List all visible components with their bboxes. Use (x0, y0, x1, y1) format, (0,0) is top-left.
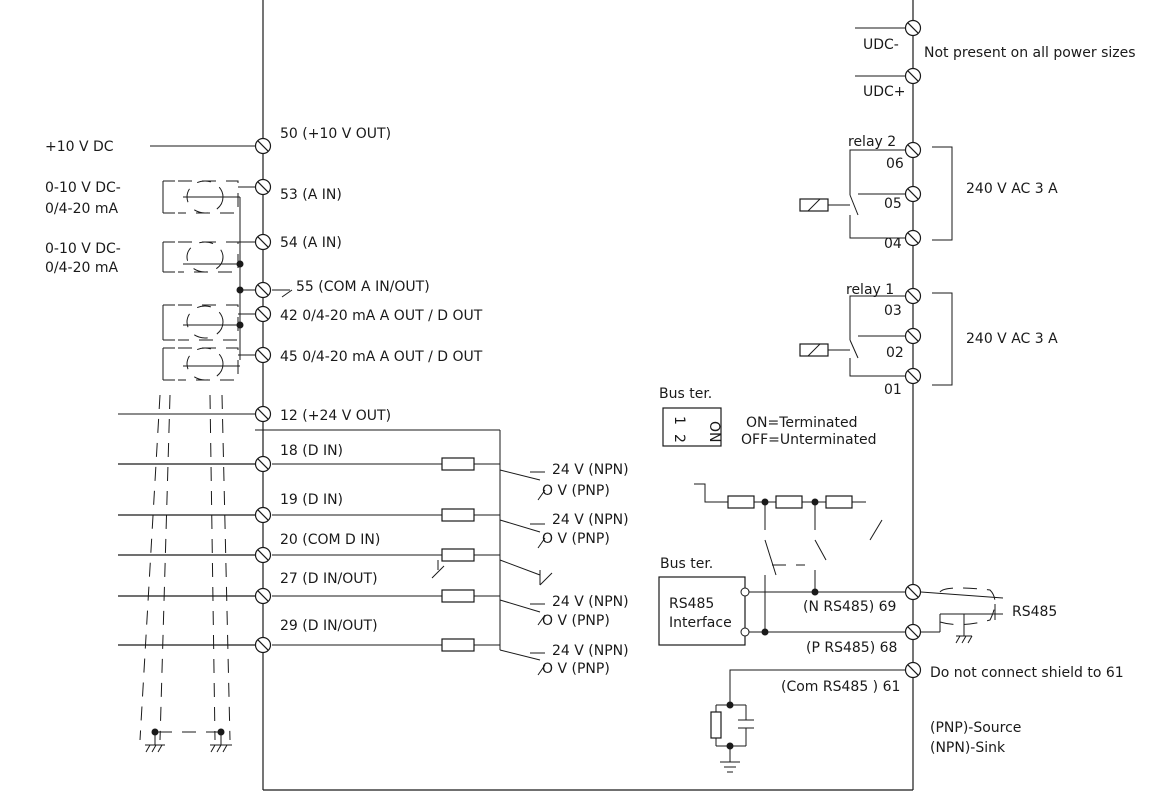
relay2-contact-icon (799, 149, 905, 239)
relay1-rating: 240 V AC 3 A (966, 331, 1058, 347)
ground-left-icon (145, 728, 220, 753)
potentiometer-53-icon (162, 180, 255, 290)
terminal-18-label: 18 (D IN) (280, 443, 343, 459)
terminal-19-label: 19 (D IN) (280, 492, 343, 508)
terminal-69-icon (904, 583, 922, 601)
relay1-bracket (932, 292, 953, 386)
termination-network-icon (694, 483, 883, 632)
svg-text:1: 1 (671, 416, 687, 425)
relay-02-label: 02 (886, 345, 904, 361)
potentiometer-54-icon (162, 241, 255, 273)
terminal-50-icon (254, 137, 272, 155)
terminal-45-icon (254, 346, 272, 364)
terminal-29-label: 29 (D IN/OUT) (280, 618, 378, 634)
label-10v-dc: +10 V DC (45, 139, 114, 155)
relay-01-label: 01 (884, 382, 902, 398)
terminal-udc-plus-icon (904, 67, 922, 85)
resistor-19-icon (441, 508, 475, 522)
terminal-45-label: 45 0/4-20 mA A OUT / D OUT (280, 349, 483, 365)
bus-ter-on-text: ON=Terminated (746, 415, 858, 431)
npn-label-29: 24 V (NPN) (552, 643, 629, 659)
svg-text:2: 2 (671, 434, 687, 443)
terminal-69-label: (N RS485) 69 (803, 599, 896, 615)
npn-label-27: 24 V (NPN) (552, 594, 629, 610)
terminal-50-label: 50 (+10 V OUT) (280, 126, 391, 142)
terminal-54-label: 54 (A IN) (280, 235, 342, 251)
terminal-12-label: 12 (+24 V OUT) (280, 408, 391, 424)
legend-pnp: (PNP)-Source (930, 720, 1021, 736)
label-in54-line2: 0/4-20 mA (45, 260, 118, 276)
terminal-68-label: (P RS485) 68 (806, 640, 897, 656)
bus-ter-off-text: OFF=Unterminated (741, 432, 877, 448)
terminal-20-icon (254, 546, 272, 564)
meter-42-icon (162, 290, 255, 360)
terminal-03-icon (904, 287, 922, 305)
dip-switch-icon: ON 1 2 (662, 407, 722, 447)
pnp-label-29: O V (PNP) (542, 661, 610, 677)
terminal-04-icon (904, 229, 922, 247)
terminal-02-icon (904, 327, 922, 345)
terminal-20-label: 20 (COM D IN) (280, 532, 380, 548)
terminal-05-icon (904, 185, 922, 203)
rs485-interface-line1: RS485 (669, 596, 714, 612)
terminal-55-label: 55 (COM A IN/OUT) (296, 279, 430, 295)
relay2-bracket (932, 146, 953, 241)
relay-03-label: 03 (884, 303, 902, 319)
rs485-cable-icon (920, 587, 1004, 644)
terminal-42-label: 42 0/4-20 mA A OUT / D OUT (280, 308, 483, 324)
label-in54-line1: 0-10 V DC- (45, 241, 121, 257)
rs485-cable-label: RS485 (1012, 604, 1057, 620)
terminal-54-icon (254, 233, 272, 251)
rs485-interface-box (658, 576, 746, 646)
resistor-29-icon (441, 638, 475, 652)
relay-05-label: 05 (884, 196, 902, 212)
terminal-12-icon (254, 405, 272, 423)
terminal-29-icon (254, 636, 272, 654)
relay2-label: relay 2 (848, 134, 896, 150)
terminal-42-icon (254, 305, 272, 323)
terminal-27-icon (254, 587, 272, 605)
terminal-61-label: (Com RS485 ) 61 (781, 679, 900, 695)
relay-04-label: 04 (884, 236, 902, 252)
terminal-01-icon (904, 367, 922, 385)
pnp-label-27: O V (PNP) (542, 613, 610, 629)
pnp-label-18: O V (PNP) (542, 483, 610, 499)
relay-06-label: 06 (886, 156, 904, 172)
terminal-55-icon (254, 281, 272, 299)
bus-ter-title: Bus ter. (659, 386, 712, 402)
terminal-53-label: 53 (A IN) (280, 187, 342, 203)
rs485-bus-ter-label: Bus ter. (660, 556, 713, 572)
relay1-contact-icon (799, 295, 905, 377)
shield-note: Do not connect shield to 61 (930, 665, 1124, 681)
terminal-27-label: 27 (D IN/OUT) (280, 571, 378, 587)
pnp-label-19: O V (PNP) (542, 531, 610, 547)
terminal-61-icon (904, 661, 922, 679)
legend-npn: (NPN)-Sink (930, 740, 1006, 756)
terminal-68-icon (904, 623, 922, 641)
rc-network-icon (710, 669, 905, 773)
rs485-interface-line2: Interface (669, 615, 732, 631)
terminal-19-icon (254, 506, 272, 524)
terminal-53-icon (254, 178, 272, 196)
resistor-20-icon (441, 548, 475, 562)
terminal-udc-minus-icon (904, 19, 922, 37)
shielded-cable-icon (139, 394, 231, 741)
svg-text:ON: ON (706, 421, 722, 443)
resistor-27-icon (441, 589, 475, 603)
label-in53-line2: 0/4-20 mA (45, 201, 118, 217)
npn-label-19: 24 V (NPN) (552, 512, 629, 528)
udc-minus-label: UDC- (863, 37, 899, 53)
ground-right-icon (210, 728, 232, 753)
relay2-rating: 240 V AC 3 A (966, 181, 1058, 197)
meter-45-icon (162, 347, 255, 381)
npn-label-18: 24 V (NPN) (552, 462, 629, 478)
udc-plus-label: UDC+ (863, 84, 906, 100)
relay1-label: relay 1 (846, 282, 894, 298)
label-in53-line1: 0-10 V DC- (45, 180, 121, 196)
terminal-18-icon (254, 455, 272, 473)
dc-bus-note: Not present on all power sizes (924, 45, 1136, 61)
terminal-06-icon (904, 141, 922, 159)
resistor-18-icon (441, 457, 475, 471)
